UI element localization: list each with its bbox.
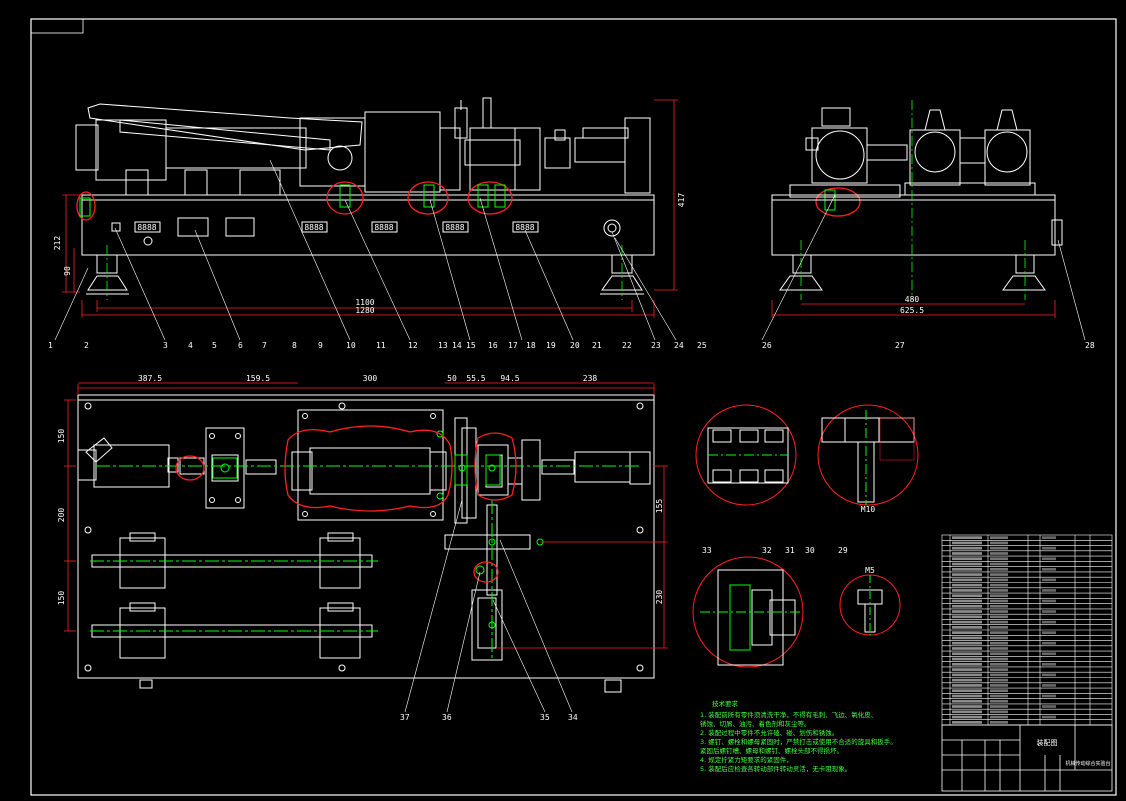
- svg-text:1: 1: [48, 341, 53, 350]
- svg-text:28: 28: [1085, 341, 1095, 350]
- svg-text:8: 8: [292, 341, 297, 350]
- drawing-subtitle: 机械传动综合实验台: [1065, 760, 1110, 767]
- display-readout: 8888: [445, 223, 464, 232]
- dim-417: 417: [677, 193, 686, 208]
- svg-text:35: 35: [540, 713, 550, 722]
- svg-text:5. 装配后应检查各转动部件转动灵活，无卡阻现象。: 5. 装配后应检查各转动部件转动灵活，无卡阻现象。: [700, 764, 851, 773]
- dim-159: 159.5: [246, 374, 270, 383]
- svg-text:14: 14: [452, 341, 462, 350]
- dim-m10: M10: [861, 505, 876, 514]
- plan-view: [77, 394, 655, 693]
- svg-text:21: 21: [592, 341, 602, 350]
- svg-text:31: 31: [785, 546, 795, 555]
- dimension-lines: [64, 382, 668, 649]
- dim-m5: M5: [865, 566, 875, 575]
- svg-text:18: 18: [526, 341, 536, 350]
- leveling-foot: [779, 254, 823, 291]
- dim-90: 90: [63, 266, 72, 276]
- svg-text:紧固后螺钉槽、螺母和螺钉、螺栓头部不得损坏。: 紧固后螺钉槽、螺母和螺钉、螺栓头部不得损坏。: [700, 746, 843, 755]
- display-readout: 8888: [515, 223, 534, 232]
- svg-text:5: 5: [212, 341, 217, 350]
- part-number-labels: 37 36 35 34: [400, 713, 578, 722]
- dim-50: 50: [447, 374, 457, 383]
- svg-text:锈蚀、切屑、油污、着色剂和灰尘等。: 锈蚀、切屑、油污、着色剂和灰尘等。: [700, 719, 811, 728]
- svg-text:27: 27: [895, 341, 905, 350]
- dim-155: 155: [655, 499, 664, 514]
- svg-text:12: 12: [408, 341, 418, 350]
- title-block: [941, 724, 1113, 792]
- svg-text:7: 7: [262, 341, 267, 350]
- svg-text:29: 29: [838, 546, 848, 555]
- svg-text:3. 螺钉、螺栓和螺母紧固时，严禁打击或使用不合适的旋具和扳: 3. 螺钉、螺栓和螺母紧固时，严禁打击或使用不合适的旋具和扳手。: [700, 737, 897, 746]
- svg-text:16: 16: [488, 341, 498, 350]
- svg-text:20: 20: [570, 341, 580, 350]
- side-view: [771, 107, 1056, 291]
- display-readout: 8888: [304, 223, 323, 232]
- dim-238: 238: [583, 374, 598, 383]
- svg-text:1. 装配前所有零件须清洗干净，不得有毛刺、飞边、氧化皮、: 1. 装配前所有零件须清洗干净，不得有毛刺、飞边、氧化皮、: [700, 710, 877, 719]
- display-readout: 8888: [137, 223, 156, 232]
- svg-text:37: 37: [400, 713, 410, 722]
- display-readout: 8888: [374, 223, 393, 232]
- svg-text:3: 3: [163, 341, 168, 350]
- part-number-labels: 33 32 31 30 29: [702, 546, 848, 555]
- svg-text:22: 22: [622, 341, 632, 350]
- dim-230: 230: [655, 590, 664, 605]
- technical-notes: 技术要求 1. 装配前所有零件须清洗干净，不得有毛刺、飞边、氧化皮、 锈蚀、切屑…: [700, 699, 897, 773]
- dim-150a: 150: [57, 429, 66, 444]
- svg-text:15: 15: [466, 341, 476, 350]
- part-number-labels: 1 2 3 4 5 6 7 8 9 10 11 12 13 14 15 16 1…: [48, 341, 1095, 350]
- display-panel: [134, 221, 539, 233]
- dim-1280: 1280: [355, 306, 374, 315]
- svg-text:11: 11: [376, 341, 386, 350]
- dim-55: 55.5: [466, 374, 485, 383]
- dim-150b: 150: [57, 591, 66, 606]
- leader-lines: [54, 159, 1086, 341]
- revision-cloud: [175, 425, 517, 583]
- detail-views: [692, 404, 919, 668]
- svg-text:10: 10: [346, 341, 356, 350]
- svg-text:24: 24: [674, 341, 684, 350]
- sheet-border: [30, 18, 1117, 796]
- svg-text:30: 30: [805, 546, 815, 555]
- parts-list: [941, 534, 1113, 726]
- svg-text:13: 13: [438, 341, 448, 350]
- dim-1100: 1100: [355, 298, 374, 307]
- svg-text:36: 36: [442, 713, 452, 722]
- dimension-lines: [771, 300, 1056, 318]
- svg-text:23: 23: [651, 341, 661, 350]
- corner-tag: [30, 18, 84, 34]
- dim-300: 300: [363, 374, 378, 383]
- svg-text:33: 33: [702, 546, 712, 555]
- svg-text:17: 17: [508, 341, 518, 350]
- dim-480: 480: [905, 295, 920, 304]
- dim-387: 387.5: [138, 374, 162, 383]
- svg-text:技术要求: 技术要求: [712, 699, 739, 708]
- drawing-name: 装配图: [1037, 738, 1058, 747]
- svg-text:6: 6: [238, 341, 243, 350]
- svg-text:26: 26: [762, 341, 772, 350]
- svg-text:2: 2: [84, 341, 89, 350]
- svg-text:34: 34: [568, 713, 578, 722]
- svg-text:9: 9: [318, 341, 323, 350]
- svg-text:4: 4: [188, 341, 193, 350]
- dim-200: 200: [57, 508, 66, 523]
- svg-text:19: 19: [546, 341, 556, 350]
- dim-94: 94.5: [500, 374, 519, 383]
- svg-text:25: 25: [697, 341, 707, 350]
- svg-text:32: 32: [762, 546, 772, 555]
- dim-625: 625.5: [900, 306, 924, 315]
- svg-text:4. 规定拧紧力矩要求的紧固件，: 4. 规定拧紧力矩要求的紧固件，: [700, 755, 793, 764]
- dim-212: 212: [53, 236, 62, 251]
- revision-cloud: [76, 181, 861, 221]
- svg-text:2. 装配过程中零件不允许磕、碰、划伤和锈蚀。: 2. 装配过程中零件不允许磕、碰、划伤和锈蚀。: [700, 728, 838, 737]
